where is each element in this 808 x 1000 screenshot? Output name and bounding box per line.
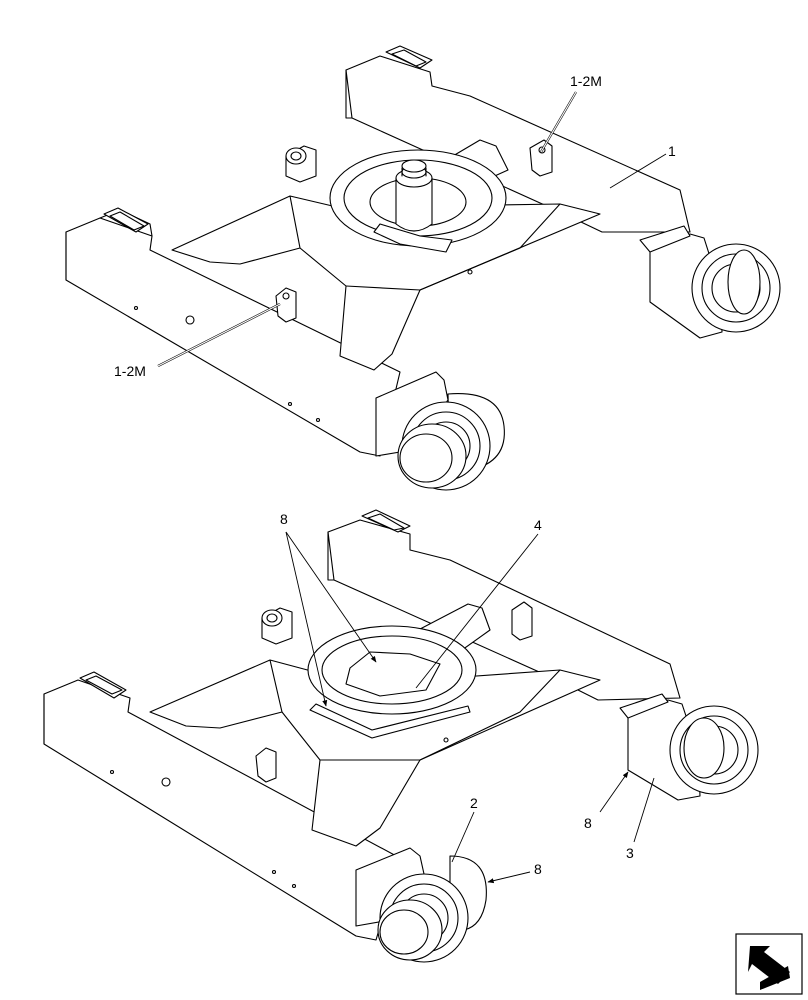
callout-1: 1	[609, 143, 676, 189]
svg-text:8: 8	[534, 861, 542, 877]
callout-8-right: 8	[584, 771, 629, 831]
bracket-1-2m-top	[529, 139, 553, 177]
svg-text:3: 3	[626, 845, 634, 861]
travel-motor-front-lower	[377, 899, 443, 961]
travel-motor-front	[397, 423, 467, 489]
lower-track-frame	[43, 509, 759, 963]
svg-text:1: 1	[668, 143, 676, 159]
callout-1-2m-top: 1-2M	[540, 73, 602, 153]
svg-text:8: 8	[280, 511, 288, 527]
svg-text:1-2M: 1-2M	[570, 73, 602, 89]
callout-8-top: 8	[280, 511, 377, 707]
bracket-1-2m-left	[275, 287, 297, 323]
upper-track-frame	[65, 45, 781, 491]
svg-text:2: 2	[470, 795, 478, 811]
callout-3: 3	[626, 777, 655, 861]
slew-ring-lower	[307, 625, 477, 715]
svg-text:4: 4	[534, 517, 542, 533]
callout-1-2m-left: 1-2M	[114, 303, 281, 379]
navigation-arrow-icon[interactable]	[735, 933, 803, 995]
swivel-joint	[395, 177, 433, 232]
svg-text:1-2M: 1-2M	[114, 363, 146, 379]
callout-2: 2	[451, 795, 478, 863]
seal-strip	[309, 703, 471, 739]
svg-text:8: 8	[584, 815, 592, 831]
callout-4: 4	[415, 517, 542, 689]
callout-8-bottom: 8	[487, 861, 542, 884]
